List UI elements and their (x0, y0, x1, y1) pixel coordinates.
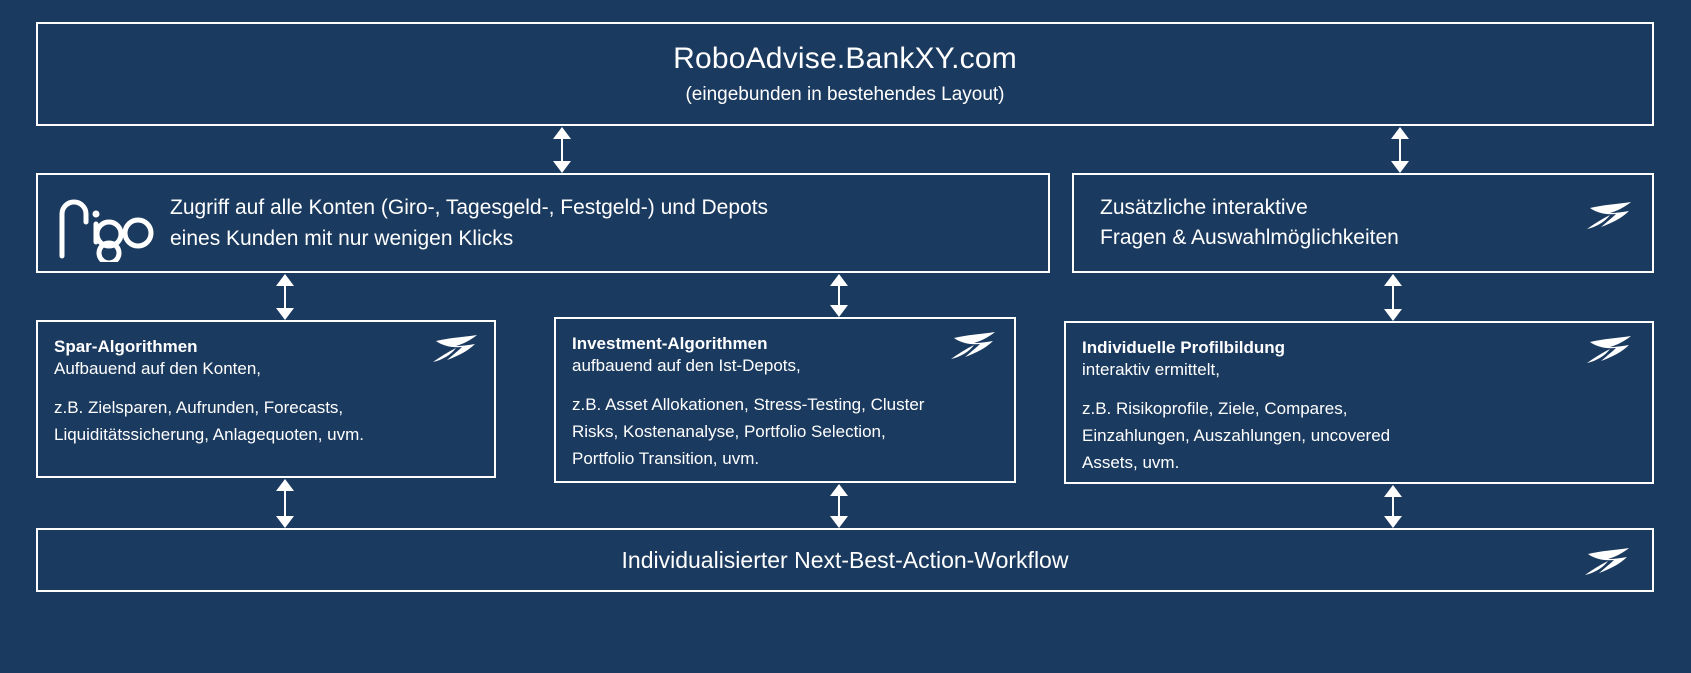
arrow-access-to-investment (828, 274, 850, 317)
arrow-shaft (1392, 285, 1394, 310)
card-examples: z.B. Zielsparen, Aufrunden, Forecasts, L… (54, 397, 364, 445)
card-examples: z.B. Risikoprofile, Ziele, Compares, Ein… (1082, 398, 1391, 473)
arrow-head-up-icon (553, 127, 571, 139)
card-investment-algorithmen: Investment-Algorithmen aufbauend auf den… (554, 317, 1016, 483)
arrow-head-up-icon (1384, 274, 1402, 286)
card-spar-algorithmen: Spar-Algorithmen Aufbauend auf den Konte… (36, 320, 496, 478)
swallow-swoosh-icon (1584, 199, 1636, 233)
arrow-investment-to-workflow (828, 484, 850, 528)
arrow-header-to-extra (1389, 127, 1411, 173)
card-title: Investment-Algorithmen (572, 334, 768, 353)
account-access-box: Zugriff auf alle Konten (Giro-, Tagesgel… (36, 173, 1050, 273)
arrow-head-down-icon (1391, 161, 1409, 173)
card-examples: z.B. Asset Allokationen, Stress-Testing,… (572, 394, 925, 469)
extra-line-2: Fragen & Auswahlmöglichkeiten (1100, 226, 1399, 249)
header-box: RoboAdvise.BankXY.com (eingebunden in be… (36, 22, 1654, 126)
arrow-profile-to-workflow (1382, 485, 1404, 528)
arrow-head-up-icon (1391, 127, 1409, 139)
arrow-head-up-icon (830, 274, 848, 286)
card-subtitle: aufbauend auf den Ist-Depots, (572, 355, 801, 375)
workflow-label: Individualisierter Next-Best-Action-Work… (621, 546, 1069, 573)
account-access-text: Zugriff auf alle Konten (Giro-, Tagesgel… (170, 192, 768, 255)
arrow-head-up-icon (830, 484, 848, 496)
swallow-swoosh-icon (1582, 545, 1634, 579)
arrow-shaft (838, 495, 840, 517)
header-subtitle: (eingebunden in bestehendes Layout) (685, 84, 1005, 106)
card-individuelle-profilbildung: Individuelle Profilbildung interaktiv er… (1064, 321, 1654, 484)
arrow-head-down-icon (1384, 516, 1402, 528)
workflow-footer-box: Individualisierter Next-Best-Action-Work… (36, 528, 1654, 592)
arrow-head-down-icon (1384, 309, 1402, 321)
card-subtitle: interaktiv ermittelt, (1082, 359, 1220, 379)
arrow-head-up-icon (276, 274, 294, 286)
arrow-shaft (561, 138, 563, 162)
arrow-shaft (284, 285, 286, 309)
arrow-shaft (838, 285, 840, 306)
arrow-head-down-icon (276, 308, 294, 320)
arrow-spar-to-workflow (274, 479, 296, 528)
access-line-1: Zugriff auf alle Konten (Giro-, Tagesgel… (170, 195, 769, 219)
arrow-shaft (1399, 138, 1401, 162)
arrow-head-up-icon (1384, 485, 1402, 497)
arrow-shaft (1392, 496, 1394, 517)
page-title: RoboAdvise.BankXY.com (673, 41, 1017, 75)
arrow-shaft (284, 490, 286, 517)
extra-interactive-text: Zusätzliche interaktive Fragen & Auswahl… (1100, 193, 1399, 254)
arrow-head-down-icon (830, 305, 848, 317)
extra-line-1: Zusätzliche interaktive (1100, 195, 1308, 219)
arrow-access-to-spar (274, 274, 296, 320)
arrow-header-to-access (551, 127, 573, 173)
access-line-2: eines Kunden mit nur wenigen Klicks (170, 227, 514, 250)
arrow-head-up-icon (276, 479, 294, 491)
card-title: Spar-Algorithmen (54, 337, 198, 356)
card-title: Individuelle Profilbildung (1082, 338, 1286, 357)
arrow-head-down-icon (830, 516, 848, 528)
extra-interactive-box: Zusätzliche interaktive Fragen & Auswahl… (1072, 173, 1654, 273)
arrow-extra-to-profile (1382, 274, 1404, 321)
arrow-head-down-icon (276, 516, 294, 528)
card-subtitle: Aufbauend auf den Konten, (54, 358, 262, 378)
rigo-logo-icon (52, 184, 156, 262)
arrow-head-down-icon (553, 161, 571, 173)
